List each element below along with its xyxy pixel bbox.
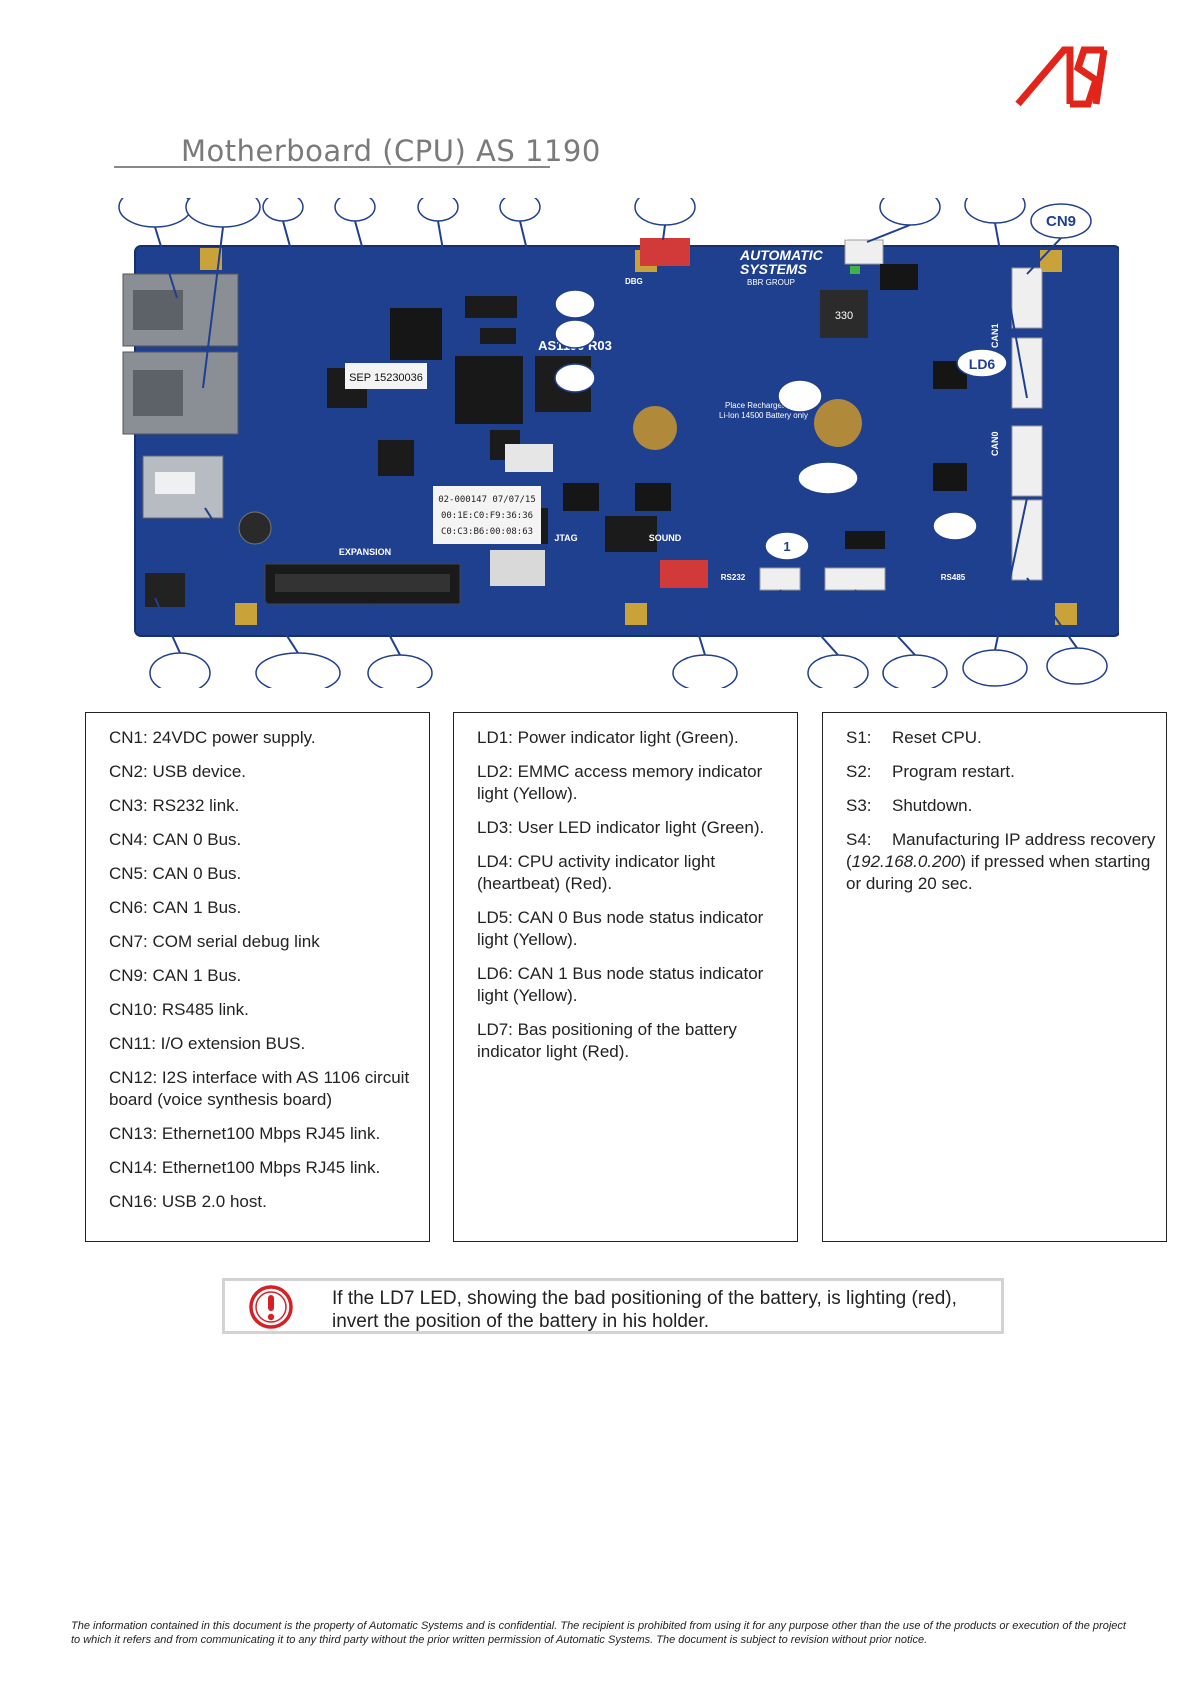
cn5-connector: [1011, 499, 1043, 581]
debug-connector: [640, 238, 690, 266]
led-ld1: LD1: Power indicator light (Green).: [477, 728, 739, 747]
svg-text:RS232: RS232: [721, 573, 746, 582]
exclamation-warning-icon: [249, 1285, 293, 1329]
connector-cn4: CN4: CAN 0 Bus.: [109, 830, 242, 849]
switch-s1: S1:Reset CPU.: [846, 728, 982, 747]
svg-text:C0:C3:B6:00:08:63: C0:C3:B6:00:08:63: [441, 527, 533, 537]
led-ld2: LD2: EMMC access memory indicator light …: [477, 762, 763, 803]
inductor: [820, 290, 868, 338]
connector-cn10: CN10: RS485 link.: [109, 1000, 249, 1019]
svg-text:RS485: RS485: [941, 573, 966, 582]
switch-s3: S3:Shutdown.: [846, 796, 973, 815]
rs232-connector: [759, 567, 801, 591]
led-ld6: LD6: CAN 1 Bus node status indicator lig…: [477, 964, 764, 1005]
svg-text:JTAG: JTAG: [554, 533, 577, 543]
svg-text:Li-Ion 14500 Battery only: Li-Ion 14500 Battery only: [719, 411, 808, 420]
warning-text: If the LD7 LED, showing the bad position…: [332, 1288, 957, 1332]
svg-text:CN9: CN9: [1046, 213, 1076, 230]
svg-text:CAN1: CAN1: [990, 323, 1000, 348]
connector-cn9: CN9: CAN 1 Bus.: [109, 966, 242, 985]
leds-column: LD1: Power indicator light (Green). LD2:…: [453, 712, 798, 1242]
confidentiality-footer: The information contained in this docume…: [71, 1620, 1126, 1646]
svg-text:00:1E:C0:F9:36:36: 00:1E:C0:F9:36:36: [441, 511, 533, 521]
svg-text:BBR GROUP: BBR GROUP: [747, 278, 795, 287]
cn4-connector: [1011, 425, 1043, 497]
led-ld7: LD7: Bas positioning of the battery indi…: [477, 1020, 737, 1061]
ethernet-jacks: [122, 273, 239, 435]
led-ld4: LD4: CPU activity indicator light (heart…: [477, 852, 716, 893]
battery-holder-right: [814, 399, 862, 447]
connector-cn1: CN1: 24VDC power supply.: [109, 728, 316, 747]
svg-text:02-000147 07/07/15: 02-000147 07/07/15: [438, 495, 536, 505]
rs485-connector: [824, 567, 886, 591]
switches-column: S1:Reset CPU. S2:Program restart. S3:Shu…: [822, 712, 1167, 1242]
usb-device-port: [145, 573, 185, 607]
svg-text:DBG: DBG: [625, 277, 643, 286]
connector-cn2: CN2: USB device.: [109, 762, 246, 781]
svg-text:EXPANSION: EXPANSION: [339, 547, 391, 557]
svg-text:GND: GND: [887, 235, 903, 242]
cpu-chip: [455, 356, 523, 424]
callout-leaders: [154, 220, 1078, 656]
page-title: Motherboard (CPU) AS 1190: [181, 134, 601, 168]
connector-cn7: CN7: COM serial debug link: [109, 932, 320, 951]
connector-cn6: CN6: CAN 1 Bus.: [109, 898, 242, 917]
connector-cn13: CN13: Ethernet100 Mbps RJ45 link.: [109, 1124, 381, 1143]
svg-text:LD6: LD6: [969, 356, 996, 372]
cn9-connector: [1011, 267, 1043, 329]
led-ld3: LD3: User LED indicator light (Green).: [477, 818, 765, 837]
battery-holder-left: [633, 406, 677, 450]
connector-cn12: CN12: I2S interface with AS 1106 circuit…: [109, 1068, 410, 1109]
motherboard-photo: SEP 15230036 02-000147 07/07/15 00:1E:C0…: [118, 198, 1119, 688]
jtag-header: [505, 444, 553, 472]
led-ld5: LD5: CAN 0 Bus node status indicator lig…: [477, 908, 764, 949]
connector-cn16: CN16: USB 2.0 host.: [109, 1192, 267, 1211]
connector-cn14: CN14: Ethernet100 Mbps RJ45 link.: [109, 1158, 381, 1177]
automatic-systems-logo: [1015, 46, 1108, 108]
svg-text:330: 330: [835, 310, 853, 322]
title-underline: [114, 166, 550, 168]
rs232-red-connector: [660, 560, 708, 588]
connector-cn5: CN5: CAN 0 Bus.: [109, 864, 242, 883]
svg-text:CAN0: CAN0: [990, 431, 1000, 456]
svg-text:Place Rechargeable: Place Rechargeable: [725, 401, 798, 410]
connector-cn11: CN11: I/O extension BUS.: [109, 1034, 306, 1053]
mac-sticker: [433, 486, 541, 544]
power-connector: [844, 239, 884, 265]
svg-text:SYSTEMS: SYSTEMS: [740, 261, 808, 277]
switch-s2: S2:Program restart.: [846, 762, 1015, 781]
date-sticker: [345, 363, 427, 389]
warning-box: If the LD7 LED, showing the bad position…: [222, 1278, 1004, 1334]
memory-chip: [390, 308, 442, 360]
connectors-column: CN1: 24VDC power supply. CN2: USB device…: [85, 712, 430, 1242]
switch-s4: S4:Manufacturing IP address recovery (19…: [846, 830, 1156, 893]
svg-text:SOUND: SOUND: [649, 533, 682, 543]
ip-address: 192.168.0.200: [851, 852, 961, 871]
svg-text:AUTOMATIC: AUTOMATIC: [739, 247, 824, 263]
svg-text:+24V_IN: +24V_IN: [820, 235, 847, 242]
svg-text:SEP 15230036: SEP 15230036: [349, 372, 423, 384]
connector-cn3: CN3: RS232 link.: [109, 796, 240, 815]
svg-text:1: 1: [783, 539, 790, 554]
